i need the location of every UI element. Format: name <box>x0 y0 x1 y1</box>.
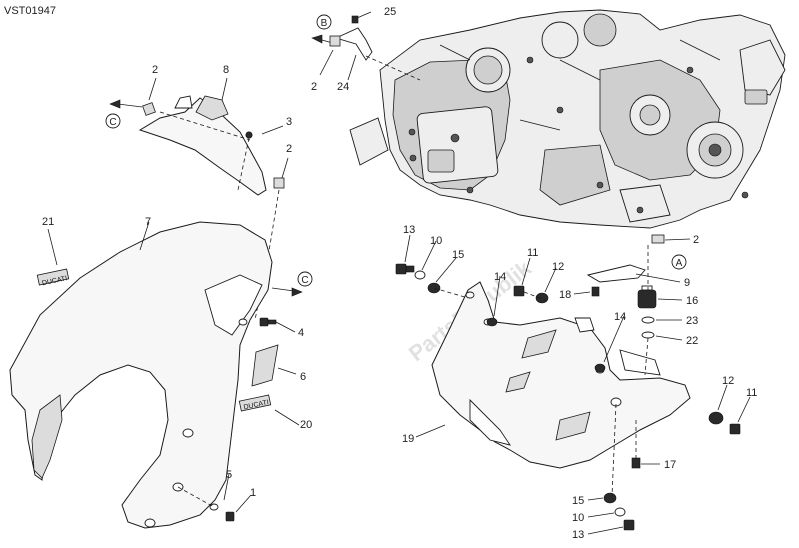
callout-1: 1 <box>250 487 256 499</box>
callout-14: 14 <box>614 311 626 323</box>
grommet-15b <box>603 492 617 504</box>
callout-10: 10 <box>572 512 584 524</box>
ref-c-marker <box>297 271 313 287</box>
callout-11: 11 <box>527 247 538 259</box>
screw-13b <box>623 519 635 531</box>
callout-15: 15 <box>452 249 464 261</box>
bracket-24 <box>329 27 373 61</box>
belly-pan <box>431 281 691 469</box>
callout-2: 2 <box>286 143 292 155</box>
spacer-22 <box>641 331 655 339</box>
ref-b-marker <box>316 14 332 30</box>
callout-12: 12 <box>722 375 734 387</box>
callout-12: 12 <box>552 261 564 273</box>
washer-5 <box>209 503 219 511</box>
rubber-mount-16 <box>637 285 657 309</box>
callout-13: 13 <box>572 529 584 541</box>
callout-8: 8 <box>223 64 229 76</box>
callout-25: 25 <box>384 6 396 18</box>
callout-24: 24 <box>337 81 349 93</box>
front-splash-guard <box>138 95 285 196</box>
callout-3: 3 <box>286 116 292 128</box>
callout-21: 21 <box>42 216 54 228</box>
callout-13: 13 <box>403 224 415 236</box>
screw-4 <box>259 317 277 327</box>
screw-18 <box>591 286 600 297</box>
callout-18: 18 <box>559 289 571 301</box>
front-mudguard <box>9 221 273 529</box>
svg-text:B: B <box>321 18 328 29</box>
callout-22: 22 <box>686 335 698 347</box>
grommet-12a <box>535 292 549 304</box>
callout-2: 2 <box>693 234 699 246</box>
callout-6: 6 <box>300 371 306 383</box>
engine-assembly <box>349 9 786 229</box>
drawing-code: VST01947 <box>4 5 56 17</box>
svg-text:C: C <box>109 117 116 128</box>
grommet-12b <box>708 411 724 425</box>
screw-17 <box>631 457 641 469</box>
callout-2: 2 <box>152 64 158 76</box>
washer-10b <box>614 507 626 517</box>
callout-20: 20 <box>300 419 312 431</box>
callout-17: 17 <box>664 459 676 471</box>
washer-14b <box>594 363 606 373</box>
screw-25 <box>351 15 359 24</box>
screw-11a <box>513 285 525 297</box>
callout-4: 4 <box>298 327 304 339</box>
callout-14: 14 <box>494 271 506 283</box>
bracket-9 <box>586 264 646 283</box>
svg-text:A: A <box>676 258 683 269</box>
washer-14a <box>486 317 498 327</box>
callout-5: 5 <box>226 469 232 481</box>
callout-16: 16 <box>686 295 698 307</box>
washer-10a <box>414 270 426 280</box>
callout-19: 19 <box>402 433 414 445</box>
decal-21: DUCATI <box>36 268 70 287</box>
adhesive-pad-6 <box>251 344 279 387</box>
callout-9: 9 <box>684 277 690 289</box>
screw-13a <box>395 263 415 275</box>
decal-20: DUCATI <box>238 394 272 412</box>
screw-1 <box>225 511 235 522</box>
ref-c-marker <box>105 113 121 129</box>
screw-11b <box>729 423 741 435</box>
callout-11: 11 <box>746 387 757 399</box>
callout-15: 15 <box>572 495 584 507</box>
callout-10: 10 <box>430 235 442 247</box>
callout-7: 7 <box>145 216 151 228</box>
callout-2: 2 <box>311 81 317 93</box>
clip-2 <box>651 234 665 244</box>
washer-23 <box>641 316 655 324</box>
callout-23: 23 <box>686 315 698 327</box>
ref-a-marker <box>671 254 687 270</box>
svg-text:C: C <box>301 275 308 286</box>
